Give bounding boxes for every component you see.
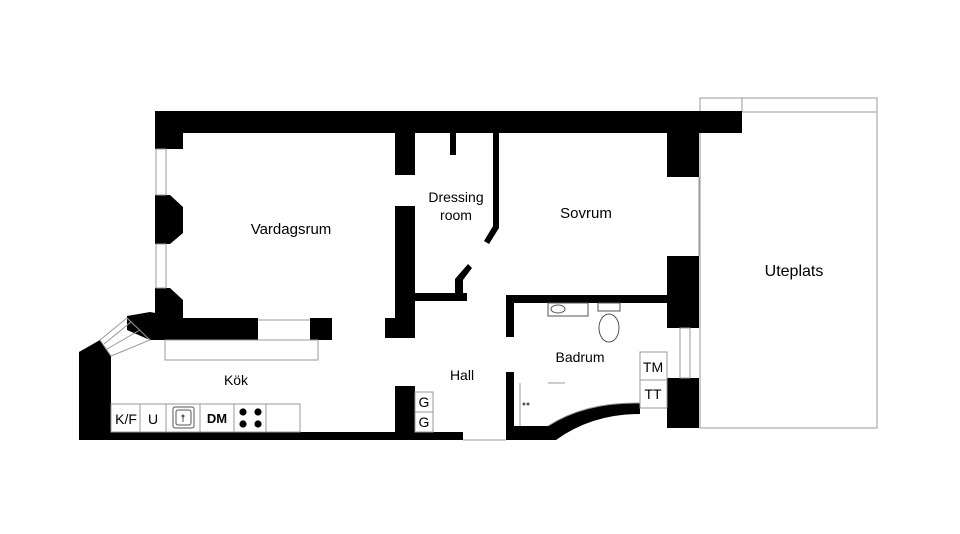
label-dressing-line2: room <box>440 207 472 223</box>
wall-left-upper <box>155 111 183 149</box>
wall-bedroom-right-mid <box>667 256 699 328</box>
label-u: U <box>148 411 158 427</box>
toilet-icon <box>597 302 621 343</box>
wall-central-mid <box>395 206 415 338</box>
kitchen-window <box>99 317 151 357</box>
wall-left-pier <box>155 195 183 244</box>
window-left-2 <box>155 243 167 289</box>
label-kok: Kök <box>224 372 249 388</box>
wall-dressing-bottom <box>415 293 467 301</box>
label-dressing-line1: Dressing <box>428 189 483 205</box>
wall-living-bottom <box>127 312 258 340</box>
washbasin-icon <box>547 302 589 317</box>
wall-kitchen-bottom <box>79 432 463 440</box>
wall-bathroom-left-lower <box>506 372 514 440</box>
wall-central-top <box>395 133 415 175</box>
label-tm: TM <box>643 359 663 375</box>
label-uteplats: Uteplats <box>765 263 824 280</box>
kitchen-sink-icon <box>172 406 195 429</box>
label-kf: K/F <box>115 411 137 427</box>
wall-dressing-stub <box>450 133 456 155</box>
bathroom-window <box>679 327 691 379</box>
wall-bathroom-left <box>506 295 514 337</box>
window-left-1 <box>155 148 167 196</box>
label-g1: G <box>419 394 430 410</box>
label-dm: DM <box>207 411 227 426</box>
wall-kitchen-left <box>79 340 111 440</box>
wall-dressing-diag <box>484 133 499 244</box>
label-tt: TT <box>644 386 662 402</box>
wall-stub <box>310 318 332 340</box>
wall-hall-lower <box>395 386 415 440</box>
stove-icon <box>239 408 262 428</box>
bathroom-curve-arc <box>547 402 641 427</box>
counter-outline <box>164 339 319 361</box>
wall-top <box>155 111 742 133</box>
label-g2: G <box>419 414 430 430</box>
uteplats-outline-top <box>741 97 878 113</box>
kitchen-counter <box>110 403 301 433</box>
wall-central-foot <box>385 318 415 338</box>
label-hall: Hall <box>450 367 474 383</box>
label-sovrum: Sovrum <box>560 205 612 222</box>
label-badrum: Badrum <box>555 349 604 365</box>
shower-icon <box>522 402 530 406</box>
wall-bathroom-curve <box>514 402 640 440</box>
wall-dressing-door <box>455 264 472 293</box>
label-vardagsrum: Vardagsrum <box>251 221 332 238</box>
wall-bathroom-top <box>506 295 667 303</box>
wall-bathroom-right <box>667 378 699 428</box>
wall-bedroom-right-top <box>667 133 699 177</box>
